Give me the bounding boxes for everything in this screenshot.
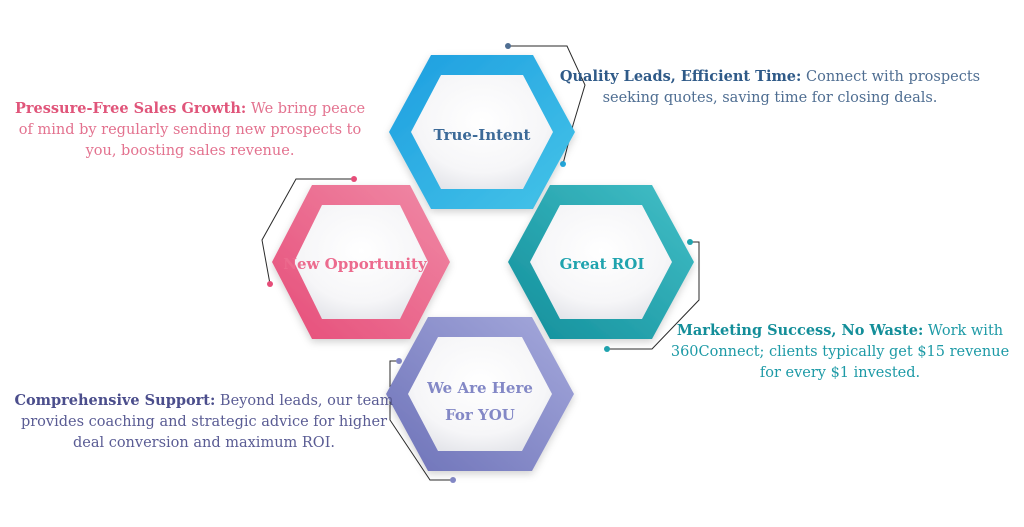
connector-dot bbox=[351, 176, 357, 182]
hexagon-label-true-intent: True-Intent bbox=[434, 126, 531, 144]
hexagon-true-intent bbox=[389, 55, 575, 209]
connector-new-opportunity bbox=[261, 178, 354, 285]
connector-dot bbox=[687, 239, 693, 245]
connector-dot bbox=[604, 346, 610, 352]
connector-dot bbox=[560, 161, 566, 167]
connector-dot bbox=[450, 477, 456, 483]
hexagon-label-here-for-you-line2: For YOU bbox=[445, 406, 515, 424]
connector-dots bbox=[267, 43, 693, 483]
description-heading: Marketing Success, No Waste: bbox=[676, 322, 924, 339]
description-text: We bring peace of mind by regularly send… bbox=[18, 101, 366, 159]
hexagon-label-great-roi: Great ROI bbox=[560, 255, 645, 273]
connector-dot bbox=[505, 43, 511, 49]
description-text: Work with 360Connect; clients typically … bbox=[670, 323, 1010, 381]
description-text: Beyond leads, our team provides coaching… bbox=[20, 393, 394, 451]
connector-dot bbox=[267, 281, 273, 287]
description-quality-leads: Quality Leads, Efficient Time: Connect w… bbox=[540, 66, 1000, 109]
hexagon-new-opportunity bbox=[272, 185, 450, 339]
hexagon-label-new-opportunity: New Opportunity bbox=[283, 255, 428, 273]
description-heading: Pressure-Free Sales Growth: bbox=[14, 100, 247, 117]
description-comprehensive-support: Comprehensive Support: Beyond leads, our… bbox=[4, 390, 404, 454]
hexagon-here-for-you bbox=[386, 317, 574, 471]
description-pressure-free: Pressure-Free Sales Growth: We bring pea… bbox=[10, 98, 370, 162]
connector-dot bbox=[396, 358, 402, 364]
hexagon-great-roi bbox=[508, 185, 694, 339]
connector-here-for-you bbox=[389, 360, 453, 481]
description-heading: Comprehensive Support: bbox=[14, 392, 216, 409]
connector-great-roi bbox=[607, 241, 700, 350]
description-marketing-success: Marketing Success, No Waste: Work with 3… bbox=[660, 320, 1020, 384]
description-text: Connect with prospects seeking quotes, s… bbox=[602, 69, 981, 106]
hexagon-label-here-for-you-line1: We Are Here bbox=[426, 379, 533, 397]
description-heading: Quality Leads, Efficient Time: bbox=[559, 68, 802, 85]
